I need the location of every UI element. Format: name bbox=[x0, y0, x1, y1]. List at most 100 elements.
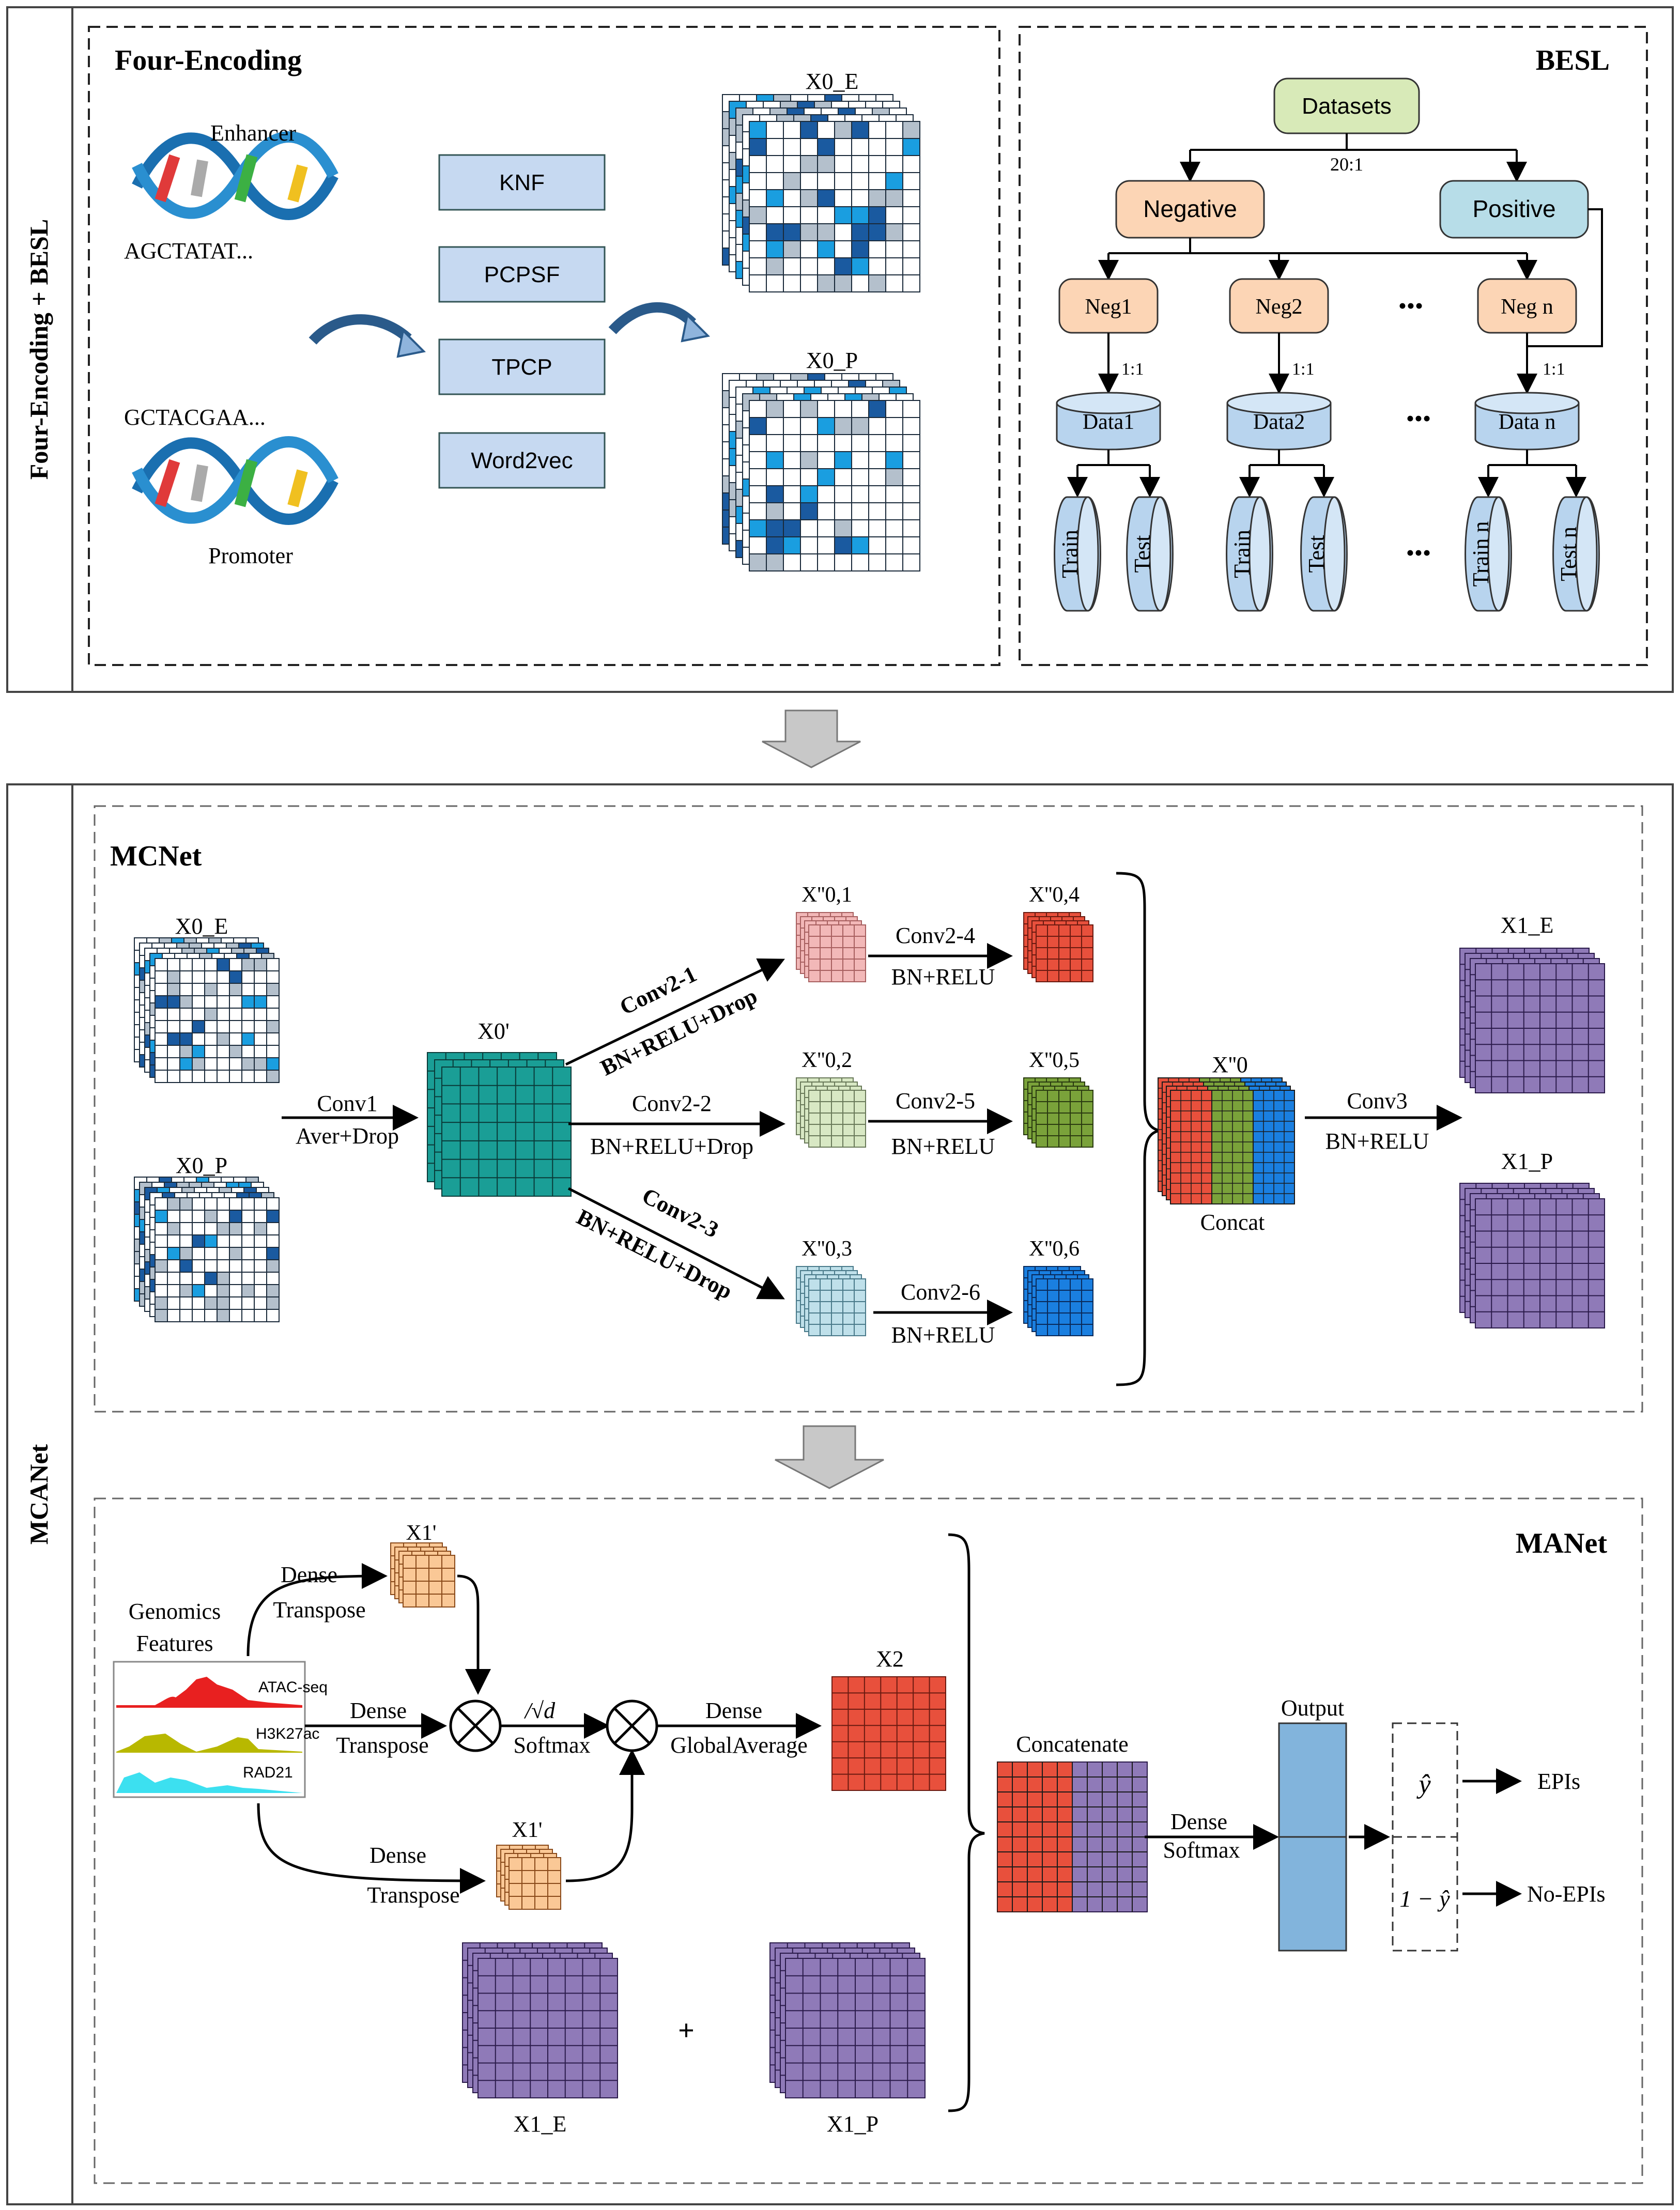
sqrt-d-label: /√d bbox=[523, 1698, 556, 1723]
encoding-methods: KNF PCPSF TPCP Word2vec bbox=[438, 154, 606, 489]
one-minus-y-hat: 1 − ŷ bbox=[1399, 1886, 1450, 1912]
data-label: Data1 bbox=[1083, 410, 1134, 434]
merge-brace bbox=[1116, 872, 1161, 1386]
x04-tensor bbox=[1023, 912, 1093, 982]
genomics-label: Genomics bbox=[129, 1599, 221, 1624]
test-label: Test bbox=[1130, 535, 1155, 573]
no-epis-label: No-EPIs bbox=[1527, 1881, 1606, 1907]
mc-matrix-x0p bbox=[134, 1177, 280, 1322]
transpose-label: Transpose bbox=[367, 1882, 459, 1908]
neg-label: Neg2 bbox=[1256, 295, 1303, 319]
datan-cylinder: Data n bbox=[1474, 392, 1580, 451]
conv23-label: Conv2-3 bbox=[638, 1183, 723, 1243]
neg-label: Neg n bbox=[1501, 295, 1553, 319]
aver-drop-label: Aver+Drop bbox=[296, 1123, 399, 1149]
x2-tensor bbox=[831, 1676, 946, 1791]
matrix-x0p bbox=[722, 373, 920, 571]
x01-tensor bbox=[796, 912, 866, 982]
x02-label: X''0,2 bbox=[802, 1048, 852, 1072]
transpose-label: Transpose bbox=[336, 1733, 428, 1758]
x04-label: X''0,4 bbox=[1029, 883, 1080, 907]
four-encoding-title: Four-Encoding bbox=[115, 44, 302, 76]
x1p-tensor bbox=[1459, 1183, 1605, 1328]
track-label-atac: ATAC-seq bbox=[258, 1679, 328, 1696]
output-label: Output bbox=[1281, 1695, 1344, 1721]
data2-cylinder: Data2 bbox=[1226, 392, 1332, 451]
bn-relu-label: BN+RELU bbox=[891, 1322, 995, 1348]
top-side-label: Four-Encoding + BESL bbox=[24, 219, 53, 480]
data1-cylinder: Data1 bbox=[1056, 392, 1161, 451]
x1-prime-tensor bbox=[390, 1542, 455, 1608]
curved-arrow-icon bbox=[608, 302, 697, 334]
features-label: Features bbox=[136, 1631, 213, 1656]
train-cylinder: Train bbox=[1054, 496, 1101, 612]
x03-tensor bbox=[796, 1266, 866, 1336]
enhancer-sequence: AGCTATAT... bbox=[124, 238, 253, 264]
epis-label: EPIs bbox=[1537, 1769, 1580, 1794]
merge-brace bbox=[948, 1533, 985, 2112]
bottom-side-label: MCANet bbox=[24, 1444, 53, 1544]
mc-x1p-label: X1_P bbox=[1501, 1149, 1553, 1174]
conv24-label: Conv2-4 bbox=[896, 923, 975, 948]
dense-label: Dense bbox=[1170, 1809, 1227, 1834]
track-label-h3k27ac: H3K27ac bbox=[256, 1725, 319, 1742]
mc-x0e-label: X0_E bbox=[175, 914, 228, 939]
flow-down-arrow-icon bbox=[762, 709, 861, 768]
data-label: Data n bbox=[1499, 410, 1556, 434]
enhancer-label: Enhancer bbox=[210, 120, 296, 146]
train-label: Train bbox=[1229, 530, 1255, 578]
train-label: Train bbox=[1057, 530, 1083, 578]
concat-tensor bbox=[1158, 1077, 1295, 1204]
curved-arrow-icon bbox=[309, 314, 412, 345]
x1e-tensor bbox=[1459, 948, 1605, 1093]
mc-x1e-label: X1_E bbox=[1501, 913, 1554, 938]
dna-promoter-icon bbox=[132, 436, 338, 525]
x01-label: X''0,1 bbox=[802, 883, 852, 907]
method-label: KNF bbox=[499, 170, 545, 195]
x0pp-label: X''0 bbox=[1212, 1052, 1248, 1077]
dense-label: Dense bbox=[350, 1698, 407, 1723]
x1e-tensor bbox=[462, 1942, 618, 2098]
ellipsis: ••• bbox=[1398, 292, 1423, 319]
train-test-cylinders: Train Test Train Test ••• Train n bbox=[1054, 496, 1600, 612]
x03-label: X''0,3 bbox=[802, 1237, 852, 1261]
x0-prime-tensor bbox=[427, 1052, 572, 1197]
test-cylinder: Test bbox=[1126, 496, 1174, 612]
x05-label: X''0,5 bbox=[1029, 1048, 1080, 1072]
test-label: Test bbox=[1304, 535, 1329, 573]
bn-relu-label: BN+RELU bbox=[1325, 1129, 1429, 1154]
x02-tensor bbox=[796, 1077, 866, 1148]
y-hat: ŷ bbox=[1416, 1770, 1431, 1799]
ma-x1e-label: X1_E bbox=[514, 2111, 567, 2137]
test-n-cylinder: Test n bbox=[1552, 496, 1600, 612]
concatenate-tensor bbox=[997, 1761, 1148, 1912]
x1-prime-label: X1' bbox=[406, 1521, 437, 1545]
conv26-label: Conv2-6 bbox=[901, 1279, 980, 1305]
dense-label: Dense bbox=[369, 1843, 426, 1868]
softmax-label: Softmax bbox=[1163, 1837, 1240, 1863]
bn-relu-label: BN+RELU bbox=[891, 964, 995, 990]
promoter-sequence: GCTACGAA... bbox=[124, 405, 266, 430]
x1-prime-label: X1' bbox=[512, 1818, 543, 1842]
dna-enhancer-icon bbox=[132, 131, 338, 220]
bn-relu-label: BN+RELU bbox=[891, 1134, 995, 1159]
method-box-tpcp bbox=[438, 338, 606, 395]
data-cylinders: Data1 Data2 ••• Data n bbox=[1056, 392, 1580, 451]
conv3-label: Conv3 bbox=[1347, 1088, 1407, 1114]
x06-tensor bbox=[1023, 1266, 1093, 1336]
flow-down-arrow-icon bbox=[775, 1425, 884, 1489]
matmul-icon bbox=[606, 1699, 658, 1752]
mcnet-title: MCNet bbox=[110, 840, 202, 872]
conv25-label: Conv2-5 bbox=[896, 1088, 975, 1114]
concat-label: Concat bbox=[1200, 1210, 1265, 1235]
track-label-rad21: RAD21 bbox=[243, 1764, 293, 1781]
transpose-label: Transpose bbox=[273, 1597, 365, 1622]
besl-title: BESL bbox=[1536, 44, 1610, 76]
method-box-word2vec bbox=[438, 432, 606, 489]
top-panel: Four-Encoding + BESL Four-Encoding Enhan… bbox=[6, 6, 1674, 693]
matrix-x0e bbox=[722, 94, 920, 292]
ratio-1-1: 1:1 bbox=[1292, 360, 1314, 379]
promoter-label: Promoter bbox=[208, 543, 293, 568]
data-label: Data2 bbox=[1253, 410, 1305, 434]
